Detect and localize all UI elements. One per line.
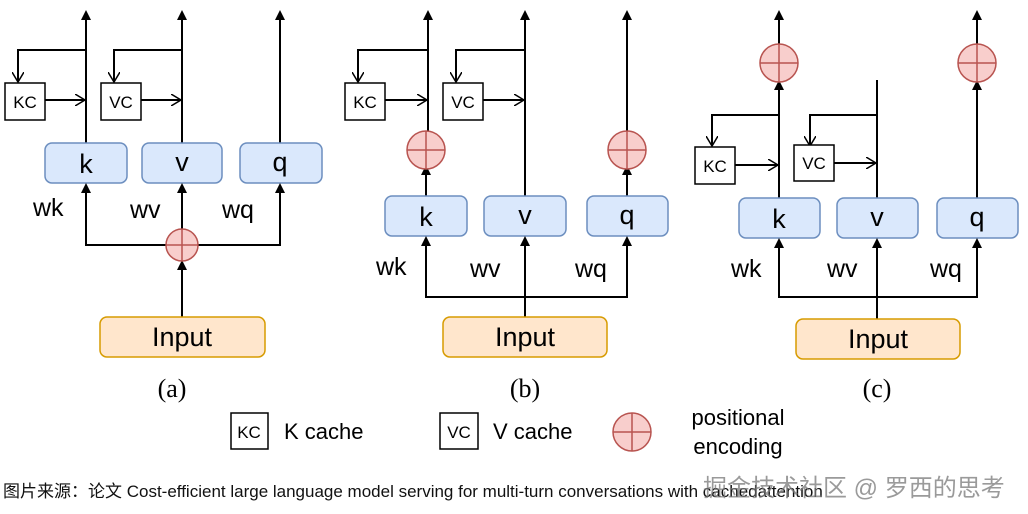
input-box bbox=[99, 316, 266, 358]
legend-kc-label: KC bbox=[237, 423, 261, 442]
positional-encoding-icon bbox=[406, 130, 446, 170]
vc-write-arrow bbox=[810, 114, 877, 146]
watermark: 掘金技术社区 @ 罗西的思考 bbox=[703, 475, 1005, 502]
legend: KC K cache VC V cache positional encodin… bbox=[230, 405, 785, 459]
positional-encoding-icon bbox=[612, 412, 652, 452]
kc-label: KC bbox=[353, 93, 377, 112]
legend-k-cache: K cache bbox=[284, 419, 364, 444]
vc-label: VC bbox=[451, 93, 475, 112]
wk-arrow bbox=[774, 238, 877, 298]
k-label: k bbox=[772, 204, 786, 234]
wq-label: wq bbox=[221, 196, 254, 224]
legend-pe-line2: encoding bbox=[693, 434, 782, 459]
legend-vc-box bbox=[439, 412, 479, 450]
input-label: Input bbox=[495, 322, 556, 352]
panel-a: KC VC k v q wk wv wq Input (a) bbox=[4, 10, 323, 403]
vc-label: VC bbox=[109, 93, 133, 112]
input-label: Input bbox=[152, 322, 213, 352]
panel-label: (a) bbox=[158, 374, 187, 403]
wk-label: wk bbox=[32, 194, 64, 222]
positional-encoding-icon bbox=[607, 130, 647, 170]
vc-box bbox=[793, 144, 835, 182]
panel-b: KC VC k v q wk wv wq Input (b) bbox=[344, 10, 669, 403]
wq-arrow bbox=[525, 236, 632, 298]
wq-arrow bbox=[877, 238, 982, 298]
kc-box bbox=[694, 146, 736, 185]
panel-c: KC VC k v q wk wv wq Input (c) bbox=[694, 10, 1019, 403]
v-label: v bbox=[175, 147, 189, 177]
q-label: q bbox=[619, 200, 634, 230]
input-box bbox=[442, 316, 608, 358]
input-box bbox=[795, 318, 961, 360]
vc-write-arrow bbox=[114, 49, 182, 82]
q-label: q bbox=[272, 147, 287, 177]
kc-label: KC bbox=[13, 93, 37, 112]
vc-box bbox=[100, 82, 142, 121]
wv-label: wv bbox=[469, 255, 501, 283]
kc-write-arrow bbox=[712, 114, 779, 146]
wk-arrow bbox=[421, 236, 525, 298]
input-label: Input bbox=[848, 324, 909, 354]
panel-label: (c) bbox=[863, 374, 892, 403]
wk-label: wk bbox=[730, 255, 762, 283]
kc-write-arrow bbox=[18, 49, 86, 82]
wk-label: wk bbox=[375, 253, 407, 281]
vc-label: VC bbox=[802, 154, 826, 173]
legend-vc-label: VC bbox=[447, 423, 471, 442]
wq-arrow bbox=[182, 183, 285, 246]
wk-arrow bbox=[81, 183, 182, 246]
wq-label: wq bbox=[574, 255, 607, 283]
legend-kc-box bbox=[230, 412, 269, 450]
image-caption: 图片来源：论文 Cost-efficient large language mo… bbox=[3, 482, 823, 501]
positional-encoding-icon bbox=[165, 228, 199, 262]
v-label: v bbox=[870, 202, 884, 232]
legend-pe-line1: positional bbox=[692, 405, 785, 430]
panel-label: (b) bbox=[510, 374, 540, 403]
wq-label: wq bbox=[929, 255, 962, 283]
positional-encoding-icon bbox=[759, 43, 799, 83]
k-label: k bbox=[79, 149, 93, 179]
kc-box bbox=[4, 82, 46, 121]
q-label: q bbox=[969, 202, 984, 232]
vc-box bbox=[442, 82, 484, 121]
vc-write-arrow bbox=[456, 49, 525, 82]
kc-label: KC bbox=[703, 157, 727, 176]
positional-encoding-icon bbox=[957, 43, 997, 83]
v-label: v bbox=[518, 200, 532, 230]
wv-label: wv bbox=[129, 196, 161, 224]
kc-box bbox=[344, 82, 386, 121]
wv-label: wv bbox=[826, 255, 858, 283]
legend-v-cache: V cache bbox=[493, 419, 573, 444]
k-label: k bbox=[419, 202, 433, 232]
kc-write-arrow bbox=[358, 49, 428, 82]
